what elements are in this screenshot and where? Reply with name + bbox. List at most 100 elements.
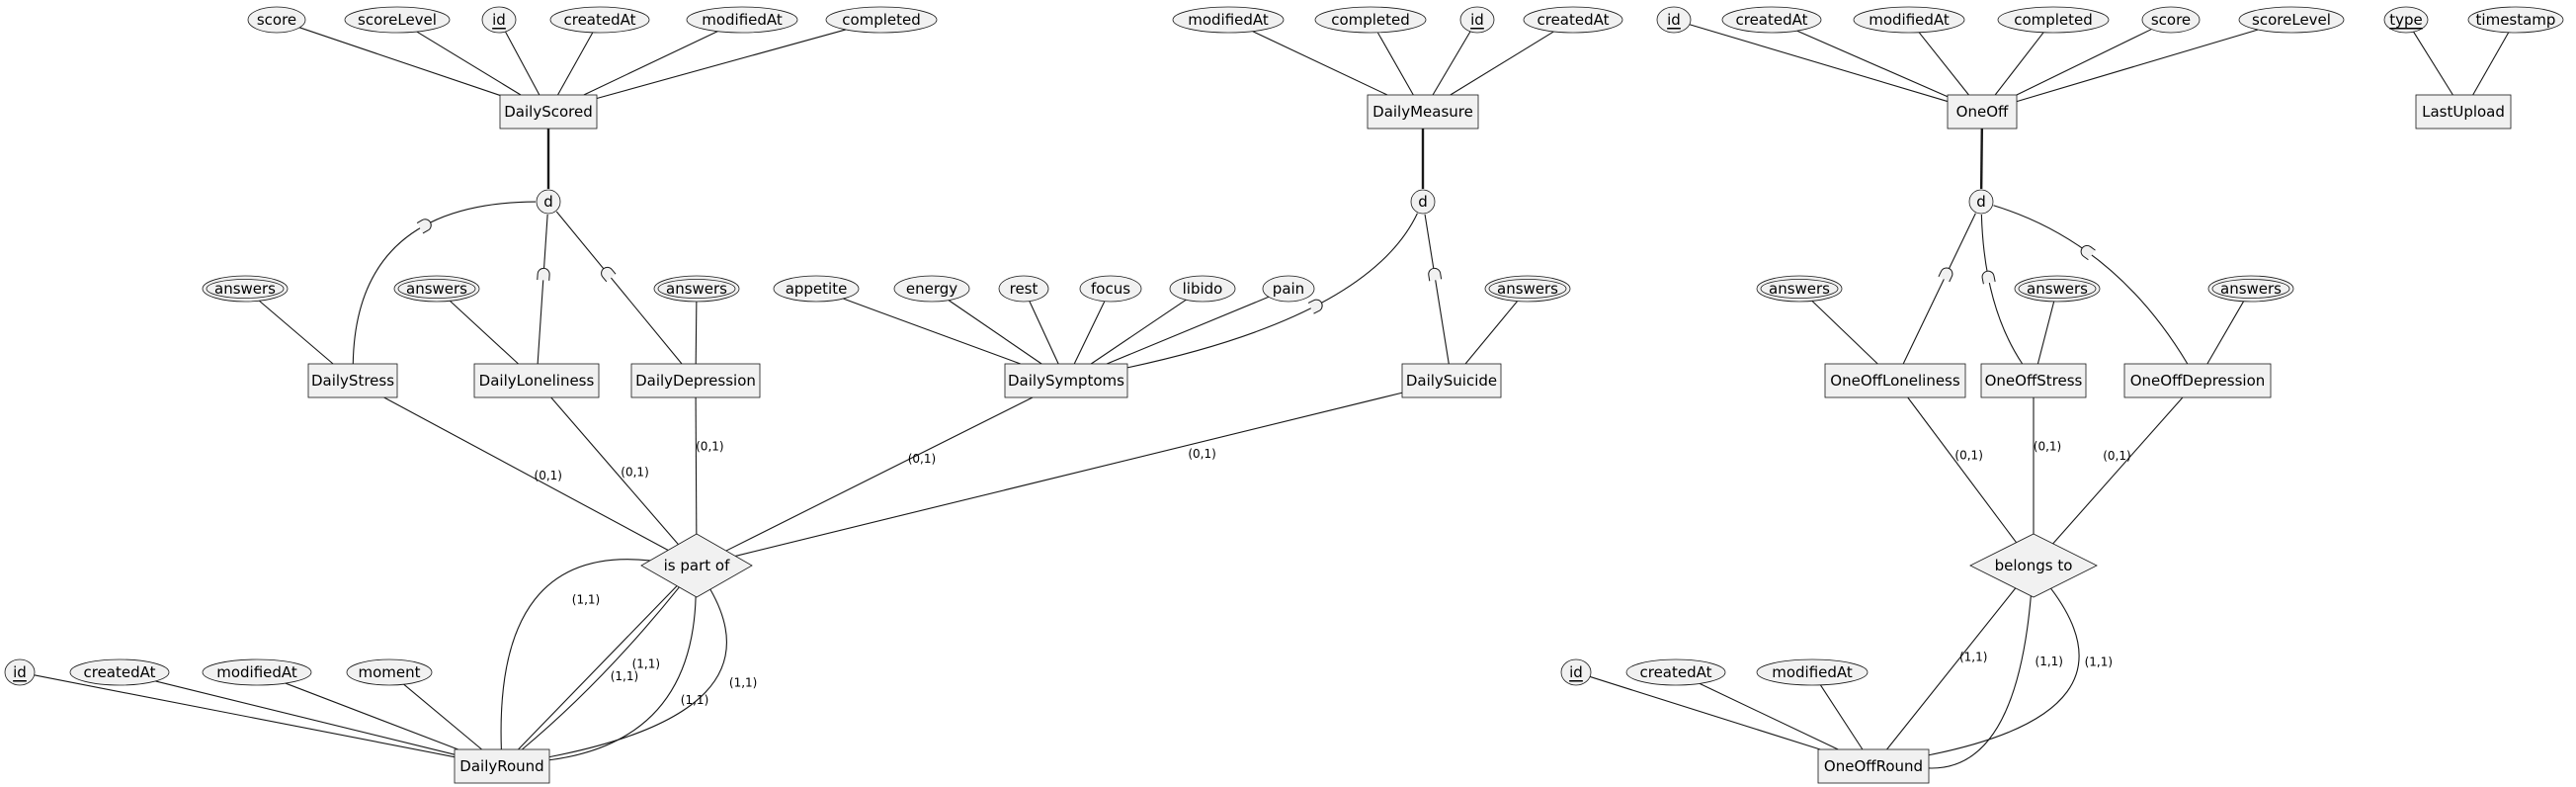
attribute-label: createdAt — [83, 663, 155, 681]
edge-ds-d-to-daily-stress — [352, 201, 537, 365]
attribute-label: answers — [214, 280, 276, 298]
edge-ds-d-to-daily-loneliness — [537, 214, 548, 365]
cardinality-label: (0,1) — [1954, 449, 1982, 463]
edge-or-id-to-oneoff-round — [1589, 675, 1821, 750]
entity-label: DailyMeasure — [1372, 103, 1473, 121]
cardinality-label: (0,1) — [535, 469, 562, 482]
entity-label: DailyScored — [504, 103, 593, 121]
attribute-label: moment — [358, 663, 420, 681]
attribute-stress-answers — [202, 275, 289, 303]
entity-daily-suicide — [1401, 363, 1502, 398]
attribute-label: libido — [1183, 280, 1223, 298]
attribute-label: timestamp — [2476, 11, 2556, 29]
cardinality-label: (0,1) — [1188, 447, 1215, 461]
attribute-ds-createdat — [549, 6, 650, 34]
edge-ds-modifiedat-to-daily-scored — [583, 31, 718, 96]
attribute-oos-answers — [2014, 275, 2101, 303]
entity-daily-loneliness — [473, 363, 600, 398]
attribute-label: score — [2151, 11, 2191, 29]
edge-dr-createdat-to-daily-round — [155, 680, 456, 755]
entity-label: OneOffLoneliness — [1830, 372, 1960, 390]
edge-belongs-to-to-oneoff-round — [1886, 587, 2017, 750]
edge-oo-d-to-oneoff-depression — [1993, 205, 2189, 365]
disjoint-specialization-dm-d — [1410, 189, 1436, 215]
subset-symbol — [1307, 299, 1323, 314]
edge-oo-scorelevel-to-one-off — [2016, 29, 2259, 103]
attribute-label: completed — [1331, 11, 1410, 29]
edge-or-createdat-to-oneoff-round — [1699, 682, 1839, 750]
attribute-label: rest — [1010, 280, 1039, 298]
entity-oneoff-stress — [1980, 363, 2087, 398]
edge-ds-id-to-daily-scored — [504, 31, 540, 96]
attribute-lone-answers — [393, 275, 480, 303]
edge-dr-modifiedat-to-daily-round — [285, 682, 458, 750]
attribute-dm-completed — [1314, 6, 1427, 34]
edge-ds-completed-to-daily-scored — [596, 29, 847, 100]
attribute-or-modifiedat — [1756, 658, 1869, 686]
edge-sym-appetite-to-daily-symptoms — [843, 298, 1021, 365]
subset-symbol — [601, 266, 617, 283]
cardinality-label: (0,1) — [908, 452, 936, 466]
entity-label: OneOffStress — [1985, 372, 2083, 390]
attribute-oo-modifiedat — [1853, 6, 1965, 34]
cardinality-label: (0,1) — [2034, 440, 2061, 454]
attribute-label: score — [257, 11, 296, 29]
entity-oneoff-depression — [2123, 363, 2272, 398]
attribute-ool-answers — [1756, 275, 1843, 303]
attribute-dr-id — [4, 658, 36, 686]
attribute-dr-modifiedat — [202, 658, 312, 686]
attribute-ds-modifiedat — [686, 6, 798, 34]
attribute-label: scoreLevel — [358, 11, 437, 29]
edge-ds-d-to-daily-depression — [555, 211, 683, 365]
attribute-label: answers — [406, 280, 467, 298]
cardinality-label: (1,1) — [632, 657, 660, 671]
attribute-dr-createdat — [69, 658, 170, 686]
edge-sui-answers-to-daily-suicide — [1464, 301, 1518, 365]
key-attribute-label: type — [2389, 11, 2423, 29]
attribute-sym-focus — [1079, 275, 1142, 303]
key-attribute-label: id — [1569, 663, 1583, 681]
edge-daily-stress-to-is-part-of — [383, 396, 669, 551]
edge-dm-modifiedat-to-daily-measure — [1252, 31, 1388, 96]
edge-oo-score-to-one-off — [2016, 29, 2152, 96]
entity-label: OneOff — [1956, 103, 2009, 121]
edge-belongs-to-to-oneoff-round — [1928, 587, 2080, 756]
entity-daily-round — [454, 748, 550, 784]
cardinality-label: (1,1) — [611, 669, 638, 683]
attribute-ds-id — [481, 6, 517, 34]
attribute-lu-timestamp — [2467, 6, 2564, 34]
attribute-label: answers — [1769, 280, 1830, 298]
disjoint-marker: d — [1976, 193, 1986, 211]
edge-lone-answers-to-daily-loneliness — [450, 300, 519, 365]
edge-belongs-to-to-oneoff-round — [1928, 595, 2032, 769]
nodes-layer: DailyScored score scoreLevel id createdAt mod… — [4, 6, 2564, 784]
attribute-or-id — [1560, 658, 1592, 686]
attribute-sym-energy — [893, 275, 970, 303]
edge-or-modifiedat-to-oneoff-round — [1819, 684, 1864, 750]
edge-oos-answers-to-oneoff-stress — [2036, 301, 2055, 365]
edge-sym-focus-to-daily-symptoms — [1073, 301, 1106, 365]
disjoint-marker: d — [1418, 193, 1428, 211]
entity-daily-measure — [1367, 94, 1479, 130]
attribute-lu-type — [2383, 6, 2429, 34]
edge-ds-scorelevel-to-daily-scored — [416, 31, 522, 96]
attribute-label: modifiedAt — [216, 663, 297, 681]
attribute-label: answers — [1497, 280, 1558, 298]
edge-dm-id-to-daily-measure — [1432, 31, 1471, 96]
edge-oo-createdat-to-one-off — [1796, 30, 1949, 98]
edge-is-part-of-to-daily-round — [518, 585, 678, 750]
edge-oo-modifiedat-to-one-off — [1918, 32, 1969, 96]
edge-oneoff-depression-to-belongs-to — [2052, 396, 2184, 545]
edge-dm-d-to-daily-suicide — [1424, 214, 1450, 365]
attribute-label: createdAt — [1537, 11, 1609, 29]
edge-lu-type-to-last-upload — [2413, 31, 2453, 96]
edge-sym-rest-to-daily-symptoms — [1029, 301, 1059, 365]
attribute-label: scoreLevel — [2252, 11, 2331, 29]
entity-oneoff-loneliness — [1824, 363, 1966, 398]
edge-dr-moment-to-daily-round — [403, 683, 482, 750]
attribute-or-createdat — [1625, 658, 1726, 686]
edge-ool-answers-to-oneoff-loneliness — [1811, 301, 1878, 365]
attribute-label: completed — [842, 11, 921, 29]
cardinality-label: (1,1) — [681, 693, 708, 707]
